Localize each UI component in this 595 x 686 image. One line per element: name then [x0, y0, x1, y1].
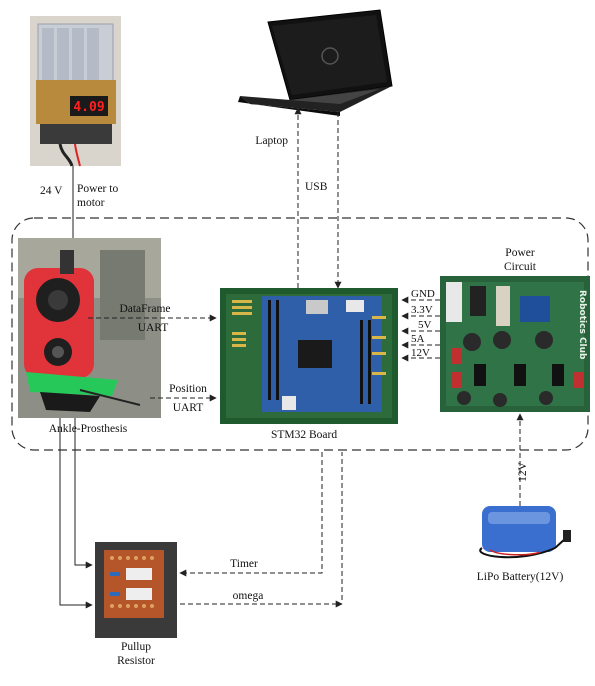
power-circuit-label-1: Power: [505, 247, 535, 259]
power-to-motor-label-2: motor: [77, 197, 105, 209]
dataframe-uart-label: UART: [138, 322, 169, 334]
stm32-board-label: STM32 Board: [271, 429, 337, 441]
timer-label: Timer: [230, 558, 258, 570]
omega-label: omega: [233, 590, 264, 602]
gnd-label: GND: [411, 288, 435, 300]
stm32-board-image: [220, 288, 398, 424]
power-circuit-label-2: Circuit: [504, 261, 537, 273]
v5-label: 5V: [418, 319, 432, 331]
position-uart-label: UART: [173, 402, 204, 414]
prosthesis-pullup-line-2: [59, 418, 93, 609]
laptop-label: Laptop: [255, 135, 288, 147]
lipo-battery-image: [479, 506, 571, 559]
battery-display-readout: 4.09: [73, 100, 104, 115]
usb-label: USB: [305, 181, 328, 193]
ankle-prosthesis-label: Ankle-Prosthesis: [49, 423, 128, 435]
a5-label: 5A: [411, 333, 425, 345]
power-to-motor-label-1: Power to: [77, 183, 118, 195]
prosthesis-pullup-line-1: [74, 418, 93, 569]
v33-label: 3.3V: [411, 304, 433, 316]
power-circuit-image: Robotics Club: [440, 276, 590, 412]
lipo-battery-label: LiPo Battery(12V): [477, 571, 564, 583]
pullup-label-2: Resistor: [117, 655, 155, 667]
pullup-label-1: Pullup: [121, 641, 151, 653]
position-label: Position: [169, 383, 207, 395]
lipo-voltage-label: 12V: [517, 461, 529, 482]
laptop-image: [238, 9, 393, 116]
ankle-prosthesis-image: [18, 238, 161, 418]
pullup-resistor-image: [95, 542, 177, 638]
board-brand-text: Robotics Club: [577, 290, 587, 360]
v12-label: 12V: [411, 347, 430, 359]
battery-pack-image: 4.09: [30, 16, 121, 167]
dataframe-label: DataFrame: [119, 303, 170, 315]
battery-voltage-label: 24 V: [40, 185, 63, 197]
timer-line: [179, 452, 323, 577]
